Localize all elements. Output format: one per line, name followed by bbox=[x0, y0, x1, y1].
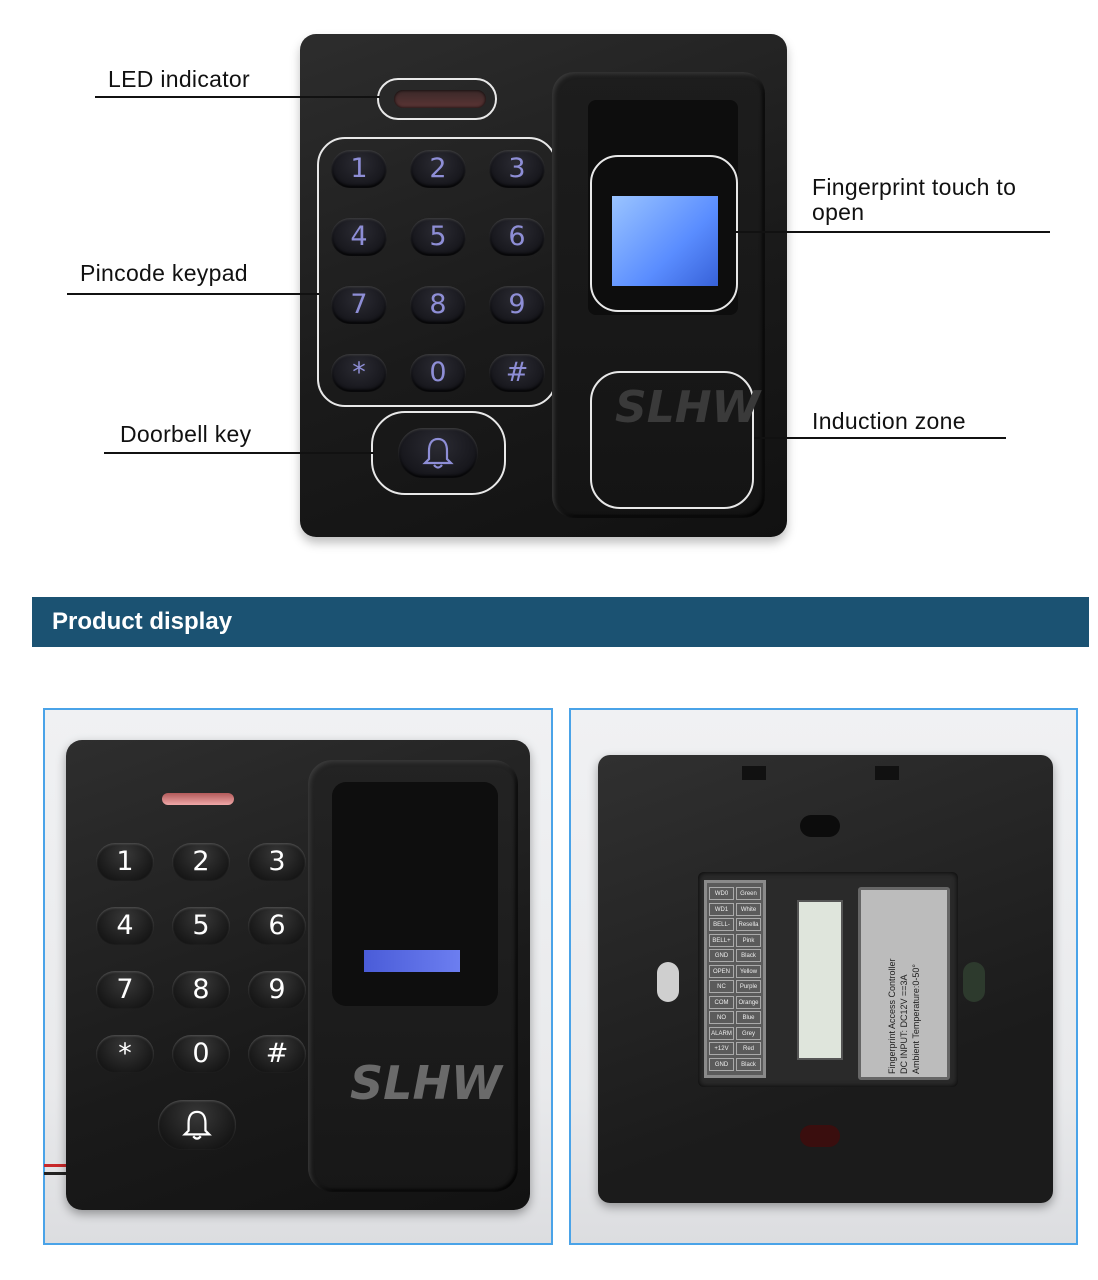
keypad-key[interactable]: 5 bbox=[410, 218, 466, 256]
doorbell-key-photo[interactable] bbox=[158, 1100, 236, 1150]
wiring-terminal: GND bbox=[709, 949, 734, 962]
wiring-color: Pink bbox=[736, 933, 761, 947]
wiring-terminal: BELL- bbox=[709, 918, 734, 931]
fingerprint-outline bbox=[590, 155, 738, 312]
wiring-terminal: BELL+ bbox=[709, 933, 734, 947]
wiring-color: Green bbox=[736, 887, 761, 900]
keypad-photo-key[interactable]: 0 bbox=[172, 1035, 230, 1073]
keypad-photo-key[interactable]: # bbox=[248, 1035, 306, 1073]
wiring-color: Black bbox=[736, 949, 761, 962]
wiring-terminal: OPEN bbox=[709, 964, 734, 978]
wiring-terminal: WD1 bbox=[709, 902, 734, 916]
keypad-key[interactable]: 4 bbox=[331, 218, 387, 256]
induction-outline bbox=[590, 371, 754, 509]
bell-icon bbox=[182, 1110, 212, 1140]
wiring-color: Resella bbox=[736, 918, 761, 931]
connector-block bbox=[797, 900, 843, 1060]
callout-doorbell: Doorbell key bbox=[120, 421, 252, 447]
brand-logo-photo: SLHW bbox=[350, 1056, 502, 1110]
section-banner: Product display bbox=[32, 597, 1089, 647]
brand-logo: SLHW bbox=[615, 382, 761, 433]
keypad-photo-key[interactable]: 2 bbox=[172, 843, 230, 881]
wiring-terminal: +12V bbox=[709, 1042, 734, 1055]
wiring-terminal: COM bbox=[709, 995, 734, 1009]
wiring-row: BELL-Resella bbox=[709, 918, 761, 931]
callout-fingerprint: Fingerprint touch to open bbox=[812, 174, 1017, 225]
wiring-color: White bbox=[736, 902, 761, 916]
keypad-photo-key[interactable]: 1 bbox=[96, 843, 154, 881]
label-line-2: DC INPUT: DC12V ==3A bbox=[899, 973, 909, 1074]
led-light-photo bbox=[162, 793, 234, 805]
callout-doorbell-line bbox=[104, 452, 374, 454]
keypad-key[interactable]: 9 bbox=[489, 286, 545, 324]
wiring-color: Blue bbox=[736, 1011, 761, 1024]
sensor-well-photo bbox=[332, 782, 498, 1006]
callout-keypad-line bbox=[67, 293, 319, 295]
wiring-row: BELL+Pink bbox=[709, 933, 761, 947]
fingerprint-sensor-photo[interactable] bbox=[364, 950, 460, 972]
wiring-color: Orange bbox=[736, 995, 761, 1009]
fingerprint-sensor[interactable] bbox=[612, 196, 718, 286]
screw-slot-bottom bbox=[800, 1125, 840, 1147]
callout-induction: Induction zone bbox=[812, 408, 966, 434]
callout-led: LED indicator bbox=[108, 66, 250, 92]
wiring-terminal: NC bbox=[709, 980, 734, 993]
wiring-color: Yellow bbox=[736, 964, 761, 978]
wiring-color: Red bbox=[736, 1042, 761, 1055]
led-light bbox=[394, 90, 486, 108]
keypad-photo-key[interactable]: 9 bbox=[248, 971, 306, 1009]
keypad-photo-key[interactable]: * bbox=[96, 1035, 154, 1073]
keypad-key[interactable]: 2 bbox=[410, 150, 466, 188]
cable-wires bbox=[44, 1160, 72, 1184]
label-plate: Fingerprint Access Controller DC INPUT: … bbox=[858, 887, 950, 1080]
callout-fingerprint-line bbox=[736, 231, 1050, 233]
keypad-photo-key[interactable]: 6 bbox=[248, 907, 306, 945]
wiring-terminal: ALARM bbox=[709, 1026, 734, 1040]
keypad-key[interactable]: 3 bbox=[489, 150, 545, 188]
mount-tab-right bbox=[875, 766, 899, 780]
keypad-photo-key[interactable]: 5 bbox=[172, 907, 230, 945]
mount-tab-left bbox=[742, 766, 766, 780]
keypad-key[interactable]: # bbox=[489, 354, 545, 392]
side-clip-right bbox=[963, 962, 985, 1002]
keypad-key[interactable]: 6 bbox=[489, 218, 545, 256]
keypad-key[interactable]: * bbox=[331, 354, 387, 392]
keypad-photo-key[interactable]: 3 bbox=[248, 843, 306, 881]
label-line-1: Fingerprint Access Controller bbox=[887, 957, 897, 1074]
wiring-terminal: NO bbox=[709, 1011, 734, 1024]
wiring-terminal: WD0 bbox=[709, 887, 734, 900]
banner-title: Product display bbox=[52, 608, 233, 635]
wiring-color: Purple bbox=[736, 980, 761, 993]
side-clip-left bbox=[657, 962, 679, 1002]
led-outline bbox=[377, 78, 497, 120]
keypad-photo-key[interactable]: 7 bbox=[96, 971, 154, 1009]
keypad-photo-key[interactable]: 8 bbox=[172, 971, 230, 1009]
wiring-terminal: GND bbox=[709, 1057, 734, 1071]
callout-led-line bbox=[95, 96, 380, 98]
keypad-key[interactable]: 8 bbox=[410, 286, 466, 324]
keypad-key[interactable]: 1 bbox=[331, 150, 387, 188]
screw-slot-top bbox=[800, 815, 840, 837]
callout-keypad: Pincode keypad bbox=[80, 260, 248, 286]
keypad-photo-key[interactable]: 4 bbox=[96, 907, 154, 945]
bell-icon bbox=[422, 437, 454, 469]
wiring-color: Grey bbox=[736, 1026, 761, 1040]
label-line-3: Ambient Temperature:0-50° bbox=[911, 963, 921, 1074]
keypad-key[interactable]: 0 bbox=[410, 354, 466, 392]
callout-induction-line bbox=[754, 437, 1006, 439]
doorbell-key[interactable] bbox=[398, 428, 478, 478]
wiring-color: Black bbox=[736, 1057, 761, 1071]
keypad-key[interactable]: 7 bbox=[331, 286, 387, 324]
